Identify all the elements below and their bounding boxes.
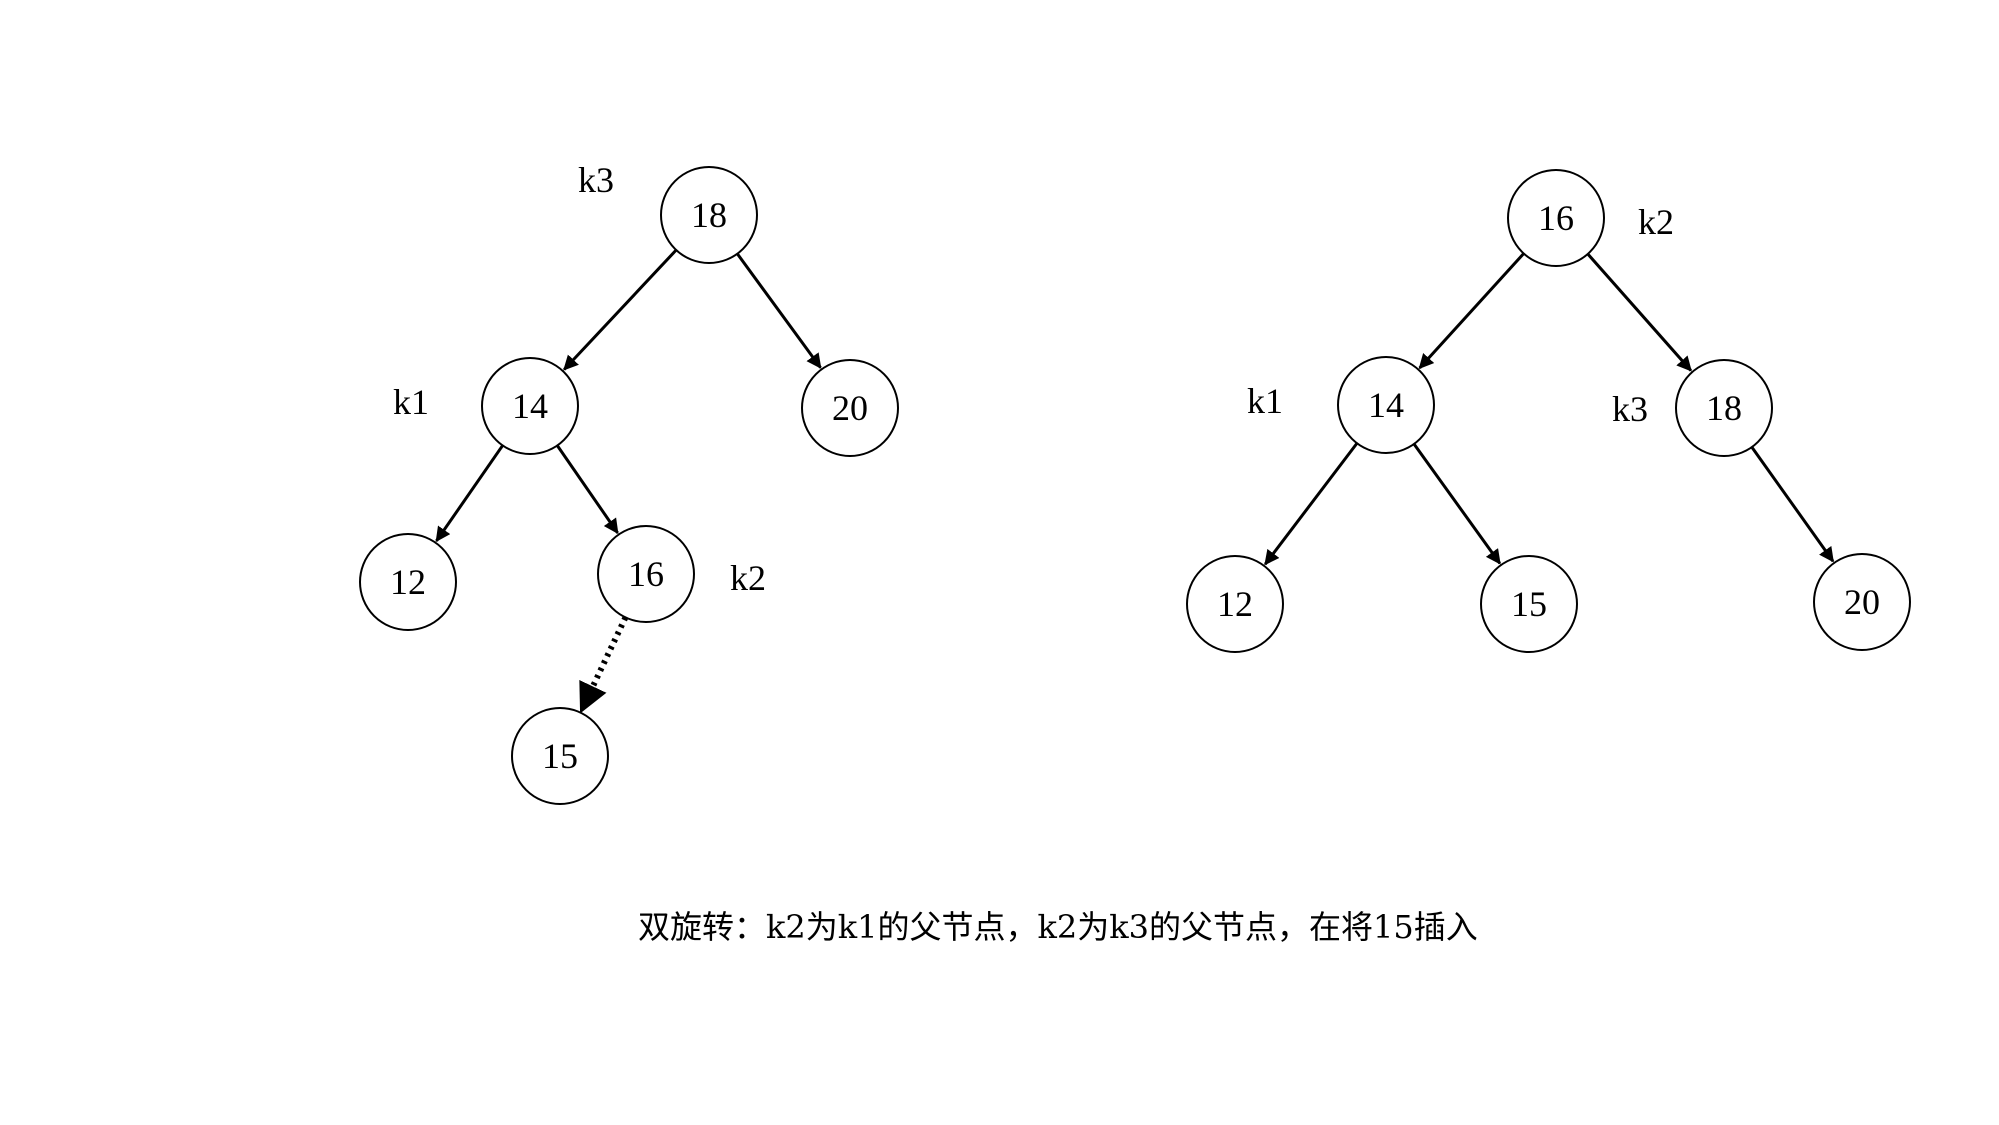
- node-label-k1: k1: [393, 382, 429, 422]
- node-label-k2: k2: [1638, 202, 1674, 242]
- node-label-k2: k2: [730, 558, 766, 598]
- edge-14-to-12-arrow: [435, 444, 504, 543]
- edge-18-to-14-arrow: [563, 248, 678, 371]
- node-label-k3: k3: [578, 160, 614, 200]
- node-value: 15: [542, 736, 578, 776]
- node-value: 20: [1844, 582, 1880, 622]
- trees-layer: 18 k3 14 k1 20 12 16 k2 15 16 k2 14 k1 18 k3 12 15 20: [359, 160, 1911, 805]
- node-circle: [511, 707, 609, 805]
- tree-node-16: 16: [1507, 169, 1605, 267]
- edge-16-to-15-dotted-arrow: [578, 616, 629, 714]
- tree-node-20: 20: [1813, 553, 1911, 651]
- node-value: 18: [691, 195, 727, 235]
- node-circle: [1813, 553, 1911, 651]
- node-label-k3: k3: [1612, 389, 1648, 429]
- tree-node-18: 18: [1675, 359, 1773, 457]
- edge-18-to-20-arrow: [1750, 446, 1835, 563]
- node-circle: [801, 359, 899, 457]
- node-circle: [359, 533, 457, 631]
- node-value: 16: [1538, 198, 1574, 238]
- caption-text: 双旋转：k2为k1的父节点，k2为k3的父节点，在将15插入: [638, 908, 1478, 946]
- node-circle: [597, 525, 695, 623]
- edge-14-to-12-arrow: [1264, 442, 1359, 566]
- tree-node-16: 16: [597, 525, 695, 623]
- node-value: 16: [628, 554, 664, 594]
- tree-after: 16 k2 14 k1 18 k3 12 15 20: [1186, 169, 1911, 653]
- node-circle: [481, 357, 579, 455]
- node-circle: [1186, 555, 1284, 653]
- edge-16-to-14-arrow: [1418, 252, 1525, 370]
- node-circle: [1337, 356, 1435, 454]
- edge-16-to-18-arrow: [1586, 252, 1693, 372]
- tree-node-14: 14: [1337, 356, 1435, 454]
- edge-14-to-16-arrow: [556, 444, 619, 535]
- node-value: 18: [1706, 388, 1742, 428]
- node-circle: [660, 166, 758, 264]
- tree-node-20: 20: [801, 359, 899, 457]
- tree-node-15: 15: [1480, 555, 1578, 653]
- node-value: 20: [832, 388, 868, 428]
- node-circle: [1675, 359, 1773, 457]
- tree-before: 18 k3 14 k1 20 12 16 k2 15: [359, 160, 899, 805]
- node-label-k1: k1: [1247, 381, 1283, 421]
- node-value: 15: [1511, 584, 1547, 624]
- tree-node-14: 14: [481, 357, 579, 455]
- tree-node-12: 12: [359, 533, 457, 631]
- node-value: 12: [390, 562, 426, 602]
- edge-14-to-15-arrow: [1412, 443, 1502, 565]
- node-circle: [1507, 169, 1605, 267]
- node-value: 14: [512, 386, 548, 426]
- tree-node-18: 18: [660, 166, 758, 264]
- node-value: 14: [1368, 385, 1404, 425]
- node-value: 12: [1217, 584, 1253, 624]
- tree-node-15: 15: [511, 707, 609, 805]
- edge-18-to-20-arrow: [736, 252, 822, 369]
- node-circle: [1480, 555, 1578, 653]
- tree-node-12: 12: [1186, 555, 1284, 653]
